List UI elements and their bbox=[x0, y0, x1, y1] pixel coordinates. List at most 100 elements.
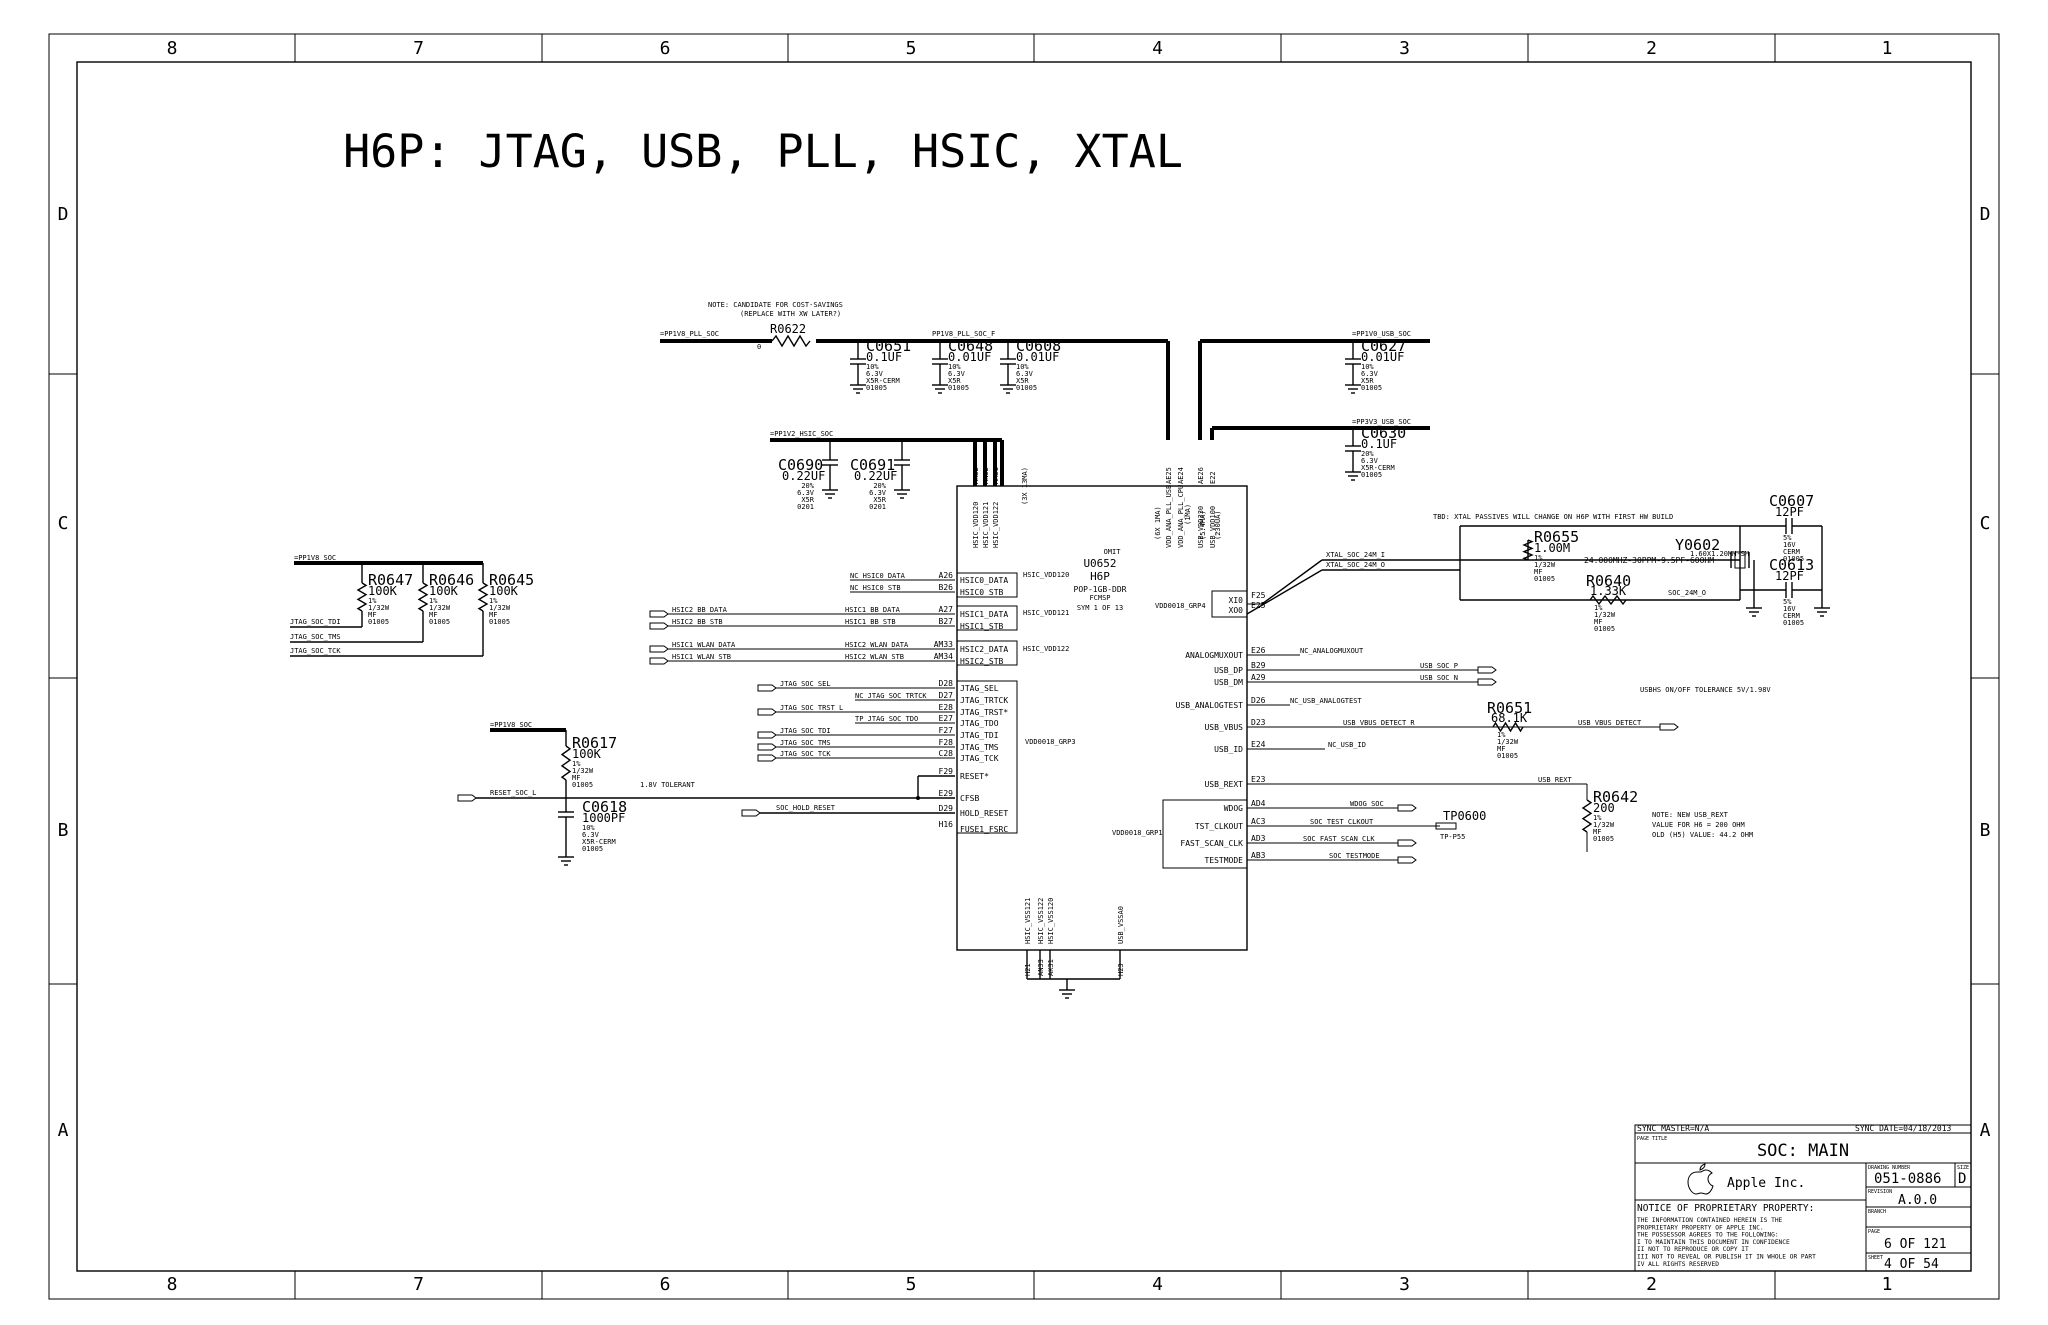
outer-frame bbox=[48, 33, 2000, 1300]
resistor-spec: MF bbox=[1497, 745, 1505, 753]
cap-value: 0.01UF bbox=[1016, 350, 1059, 364]
title-sync-date: SYNC_DATE=04/18/2013 bbox=[1855, 1124, 1952, 1133]
net-hsic2-bb-stb: HSIC2_BB_STB bbox=[672, 618, 723, 626]
resistor-spec: 1/32W bbox=[1594, 611, 1616, 619]
ic-pin-name: JTAG_TMS bbox=[960, 743, 999, 752]
resistor-spec: 1% bbox=[572, 760, 581, 768]
crystal-value: 24.000MHZ-30PPM-9.5PF-60OHM bbox=[1584, 556, 1714, 565]
title-page: 6 OF 121 bbox=[1884, 1237, 1947, 1252]
off-page-connector bbox=[649, 610, 669, 618]
off-page-connector bbox=[1397, 804, 1417, 812]
resistor-spec: 1% bbox=[1593, 814, 1602, 822]
ic-u0652: OMIT U0652 H6P POP-1GB-DDR FCMSP SYM 1 O… bbox=[956, 485, 1248, 951]
zone-row-right-D: D bbox=[1980, 204, 1991, 225]
cap-spec: 10% bbox=[1361, 363, 1374, 371]
net-jtag-tck-2: JTAG_SOC_TCK bbox=[780, 750, 831, 758]
off-page-connector bbox=[1397, 856, 1417, 864]
resistor-spec: 1/32W bbox=[572, 767, 594, 775]
resistor-value: 68.1K bbox=[1491, 711, 1528, 725]
net-testmode: SOC_TESTMODE bbox=[1329, 852, 1380, 860]
ic-group-grp1: VDD0018_GRP1 bbox=[1112, 829, 1163, 837]
off-page-connector bbox=[757, 731, 777, 739]
apple-logo bbox=[1687, 1163, 1714, 1195]
ic-pin-name: USB_VDD330 bbox=[1197, 506, 1205, 548]
resistor-spec: 1% bbox=[368, 597, 377, 605]
cap-spec: 10% bbox=[948, 363, 961, 371]
ic-pin-number: AN32 bbox=[982, 467, 990, 484]
resistor-value: 100K bbox=[429, 584, 459, 598]
net-hold-reset: SOC_HOLD_RESET bbox=[776, 804, 836, 812]
zone-row-right-B: B bbox=[1980, 820, 1991, 841]
resistor-body bbox=[477, 582, 489, 612]
ic-pin-group-box bbox=[956, 572, 1018, 598]
ic-pin-name: JTAG_TRTCK bbox=[960, 696, 1008, 705]
cap-spec: 16V bbox=[1783, 541, 1796, 549]
cap-ref: C0651 bbox=[866, 337, 911, 355]
ic-group-grp4: VDD0018_GRP4 bbox=[1155, 602, 1206, 610]
crystal-ref: Y0602 bbox=[1675, 536, 1720, 554]
ic-pin-name: FUSE1_FSRC bbox=[960, 825, 1008, 834]
net-hsic2-bb-data: HSIC2_BB_DATA bbox=[672, 606, 728, 614]
ic-symbol: SYM 1 OF 13 bbox=[1077, 604, 1123, 612]
net-pp1v0-usb: =PP1V0_USB_SOC bbox=[1352, 330, 1411, 338]
cap-value: 0.01UF bbox=[1361, 350, 1404, 364]
net-nc-usb-id: NC_USB_ID bbox=[1328, 741, 1366, 749]
net-vbus-detect: USB_VBUS_DETECT bbox=[1578, 719, 1642, 727]
note-cost-savings-1: NOTE: CANDIDATE FOR COST-SAVINGS bbox=[708, 301, 843, 309]
ic-pin-name: VDD_ANA_PLL_CPU bbox=[1177, 485, 1185, 548]
ic-pin-number: AD4 bbox=[1251, 799, 1266, 808]
resistor-body bbox=[560, 745, 572, 781]
resistor-spec: 1/32W bbox=[1534, 561, 1556, 569]
resistor-spec: 01005 bbox=[489, 618, 510, 626]
ic-right-pins: F25XI0E25XO0E26ANALOGMUXOUTB29USB_DPA29U… bbox=[1176, 591, 1266, 865]
net-usb-n: USB_SOC_N bbox=[1420, 674, 1458, 682]
ic-pin-name: USB_DM bbox=[1214, 678, 1243, 687]
cap-spec: 0201 bbox=[797, 503, 814, 511]
cap-value: 0.01UF bbox=[948, 350, 991, 364]
title-notice-title: NOTICE OF PROPRIETARY PROPERTY: bbox=[1637, 1203, 1814, 1214]
resistor-spec: 1/32W bbox=[1593, 821, 1615, 829]
notice-line: III NOT TO REVEAL OR PUBLISH IT IN WHOLE… bbox=[1637, 1254, 1816, 1261]
note-usbhs-tolerance: USBHS ON/OFF TOLERANCE 5V/1.98V bbox=[1640, 686, 1771, 694]
cap-spec: 20% bbox=[1361, 450, 1374, 458]
ic-pin-number: B26 bbox=[939, 583, 954, 592]
cap-spec: 01005 bbox=[1783, 619, 1804, 627]
cap-ref: C0691 bbox=[850, 456, 895, 474]
resistor-value: 200 bbox=[1593, 801, 1615, 815]
zone-col-top-4: 4 bbox=[1152, 38, 1163, 59]
cap-spec: 6.3V bbox=[1361, 457, 1379, 465]
cap-spec: 5% bbox=[1783, 598, 1792, 606]
resistor-spec: MF bbox=[429, 611, 437, 619]
resistor-spec: 01005 bbox=[1593, 835, 1614, 843]
off-page-connector bbox=[649, 645, 669, 653]
ic-pin-name: JTAG_TRST* bbox=[960, 708, 1008, 717]
ic-pin-number: A26 bbox=[939, 571, 954, 580]
off-page-connector bbox=[741, 809, 761, 817]
resistor-spec: MF bbox=[1534, 568, 1542, 576]
ic-pin-number: E25 bbox=[1251, 601, 1266, 610]
net-jtag-tck: JTAG_SOC_TCK bbox=[290, 647, 341, 655]
ic-pin-name: HSIC1_DATA bbox=[960, 610, 1008, 619]
testpoint-tp0600: TP0600 TP-P55 bbox=[1435, 809, 1486, 841]
cap-spec: 20% bbox=[801, 482, 814, 490]
net-jtag-tms-2: JTAG_SOC_TMS bbox=[780, 739, 831, 747]
crystal-package: 1.60X1.20MM-SM bbox=[1690, 550, 1749, 558]
title-company: Apple Inc. bbox=[1727, 1176, 1805, 1191]
resistor-value: 100K bbox=[572, 747, 602, 761]
ic-pin-name: JTAG_TDI bbox=[960, 731, 999, 740]
ic-left-pins: A26HSIC0_DATAB26HSIC0_STBA27HSIC1_DATAB2… bbox=[934, 571, 1018, 834]
net-nc-hsic0-stb: NC_HSIC0_STB bbox=[850, 584, 901, 592]
ic-current-note-5: (3X 13MA) bbox=[1021, 467, 1029, 505]
net-pp1v8-soc-a: =PP1V8_SOC bbox=[294, 554, 336, 562]
notice-lines: THE INFORMATION CONTAINED HEREIN IS THEP… bbox=[1637, 1217, 1816, 1268]
zone-row-left-A: A bbox=[58, 1120, 69, 1141]
